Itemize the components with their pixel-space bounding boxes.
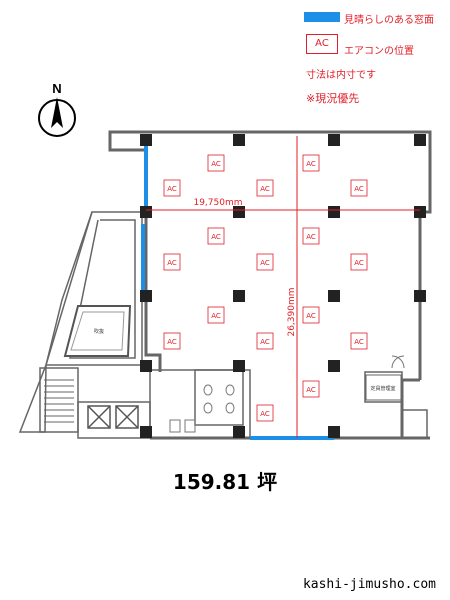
- column: [328, 360, 340, 372]
- priority-note: ※現況優先: [306, 92, 360, 105]
- atrium: 吹抜: [63, 305, 132, 357]
- ac-unit-label: AC: [260, 410, 270, 418]
- ac-unit-label: AC: [354, 185, 364, 193]
- ac-unit: AC: [207, 306, 225, 324]
- column: [414, 134, 426, 146]
- ac-unit: AC: [163, 179, 181, 197]
- view-window-faces: [141, 146, 334, 440]
- north-label: N: [52, 81, 61, 96]
- ac-unit: AC: [302, 227, 320, 245]
- view-window-swatch: [304, 12, 340, 22]
- ac-unit-label: AC: [260, 338, 270, 346]
- column: [328, 206, 340, 218]
- ac-unit-label: AC: [260, 259, 270, 267]
- column: [328, 426, 340, 438]
- ac-unit: AC: [256, 332, 274, 350]
- elevator-icon: [87, 405, 139, 429]
- width-dimension-label: 19,750mm: [193, 198, 242, 208]
- column: [328, 134, 340, 146]
- ac-unit: AC: [302, 380, 320, 398]
- column: [414, 206, 426, 218]
- toilet-icon: [169, 384, 235, 433]
- ac-unit: AC: [350, 332, 368, 350]
- ac-unit-label: AC: [260, 185, 270, 193]
- door-icon: [391, 355, 405, 369]
- ac-unit: AC: [256, 404, 274, 422]
- ac-markers: AC AC AC AC AC AC AC AC AC AC AC AC AC AC AC AC AC: [163, 154, 368, 422]
- ac-unit: AC: [350, 179, 368, 197]
- atrium-label: 吹抜: [94, 328, 104, 335]
- column: [233, 426, 245, 438]
- ac-unit-label: AC: [211, 233, 221, 241]
- ac-unit: AC: [207, 227, 225, 245]
- stair-icon: [44, 379, 74, 423]
- ac-unit-label: AC: [167, 259, 177, 267]
- column: [233, 360, 245, 372]
- ac-unit: AC: [256, 179, 274, 197]
- column: [414, 290, 426, 302]
- ac-legend-symbol: AC: [306, 34, 338, 54]
- column: [140, 290, 152, 302]
- ac-unit-label: AC: [306, 160, 316, 168]
- column: [140, 426, 152, 438]
- column: [233, 134, 245, 146]
- column: [328, 290, 340, 302]
- depth-dimension-label: 26,390mm: [287, 287, 297, 336]
- ac-unit-label: AC: [167, 185, 177, 193]
- ac-unit-label: AC: [306, 386, 316, 394]
- storage-room-label: 定員管理室: [370, 385, 395, 392]
- floor-area: 159.81 坪: [172, 470, 278, 494]
- column: [140, 206, 152, 218]
- ac-unit: AC: [163, 332, 181, 350]
- ac-unit-label: AC: [211, 160, 221, 168]
- columns: [140, 134, 426, 438]
- website-label: kashi-jimusho.com: [302, 577, 436, 592]
- column: [233, 206, 245, 218]
- column: [140, 360, 152, 372]
- column: [233, 290, 245, 302]
- ac-unit: AC: [256, 253, 274, 271]
- ac-unit: AC: [302, 306, 320, 324]
- dimension-lines: [146, 136, 420, 438]
- ac-unit-label: AC: [354, 338, 364, 346]
- north-compass-icon: N: [38, 81, 76, 137]
- column: [140, 134, 152, 146]
- ac-unit: AC: [302, 154, 320, 172]
- ac-unit-label: AC: [306, 233, 316, 241]
- ac-position-legend-label: エアコンの位置: [344, 46, 414, 57]
- ac-unit: AC: [350, 253, 368, 271]
- ac-unit-label: AC: [306, 312, 316, 320]
- ac-unit: AC: [207, 154, 225, 172]
- ac-unit-label: AC: [167, 338, 177, 346]
- view-window-legend-label: 見晴らしのある窓面: [344, 15, 434, 26]
- ac-unit-label: AC: [211, 312, 221, 320]
- dimension-note: 寸法は内寸です: [306, 70, 376, 81]
- storage-room: 定員管理室: [365, 374, 402, 401]
- ac-unit-label: AC: [354, 259, 364, 267]
- ac-unit: AC: [163, 253, 181, 271]
